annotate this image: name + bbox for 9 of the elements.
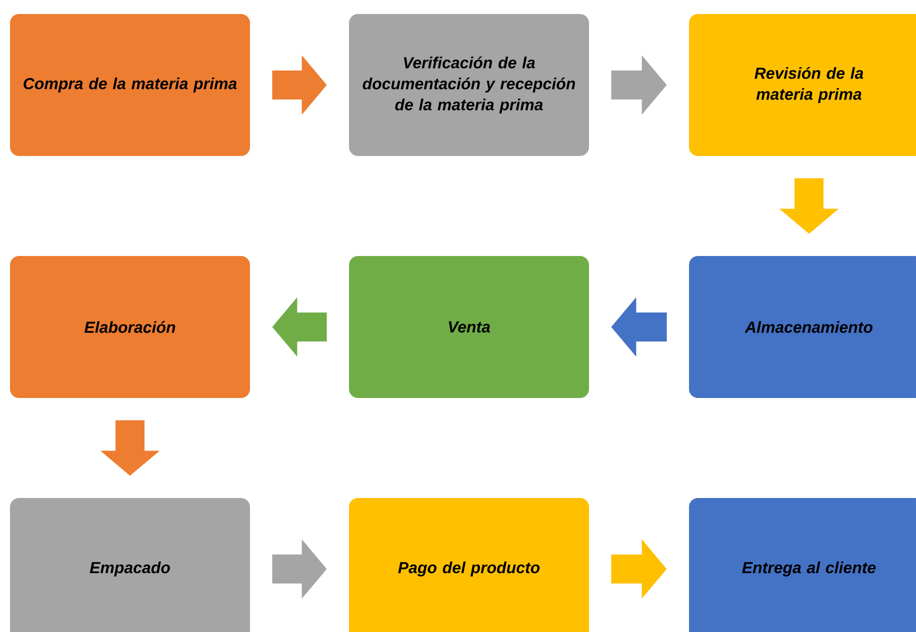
process-box: Elaboración — [10, 256, 250, 398]
process-box: Pago del producto — [349, 498, 589, 632]
process-box: Revisión de la materia prima — [689, 14, 916, 156]
process-box: Entrega al cliente — [689, 498, 916, 632]
process-box: Venta — [349, 256, 589, 398]
process-box: Empacado — [10, 498, 250, 632]
process-box: Verificación de la documentación y recepción de la materia prima — [349, 14, 589, 156]
process-box: Compra de la materia prima — [10, 14, 250, 156]
process-box: Almacenamiento — [689, 256, 916, 398]
